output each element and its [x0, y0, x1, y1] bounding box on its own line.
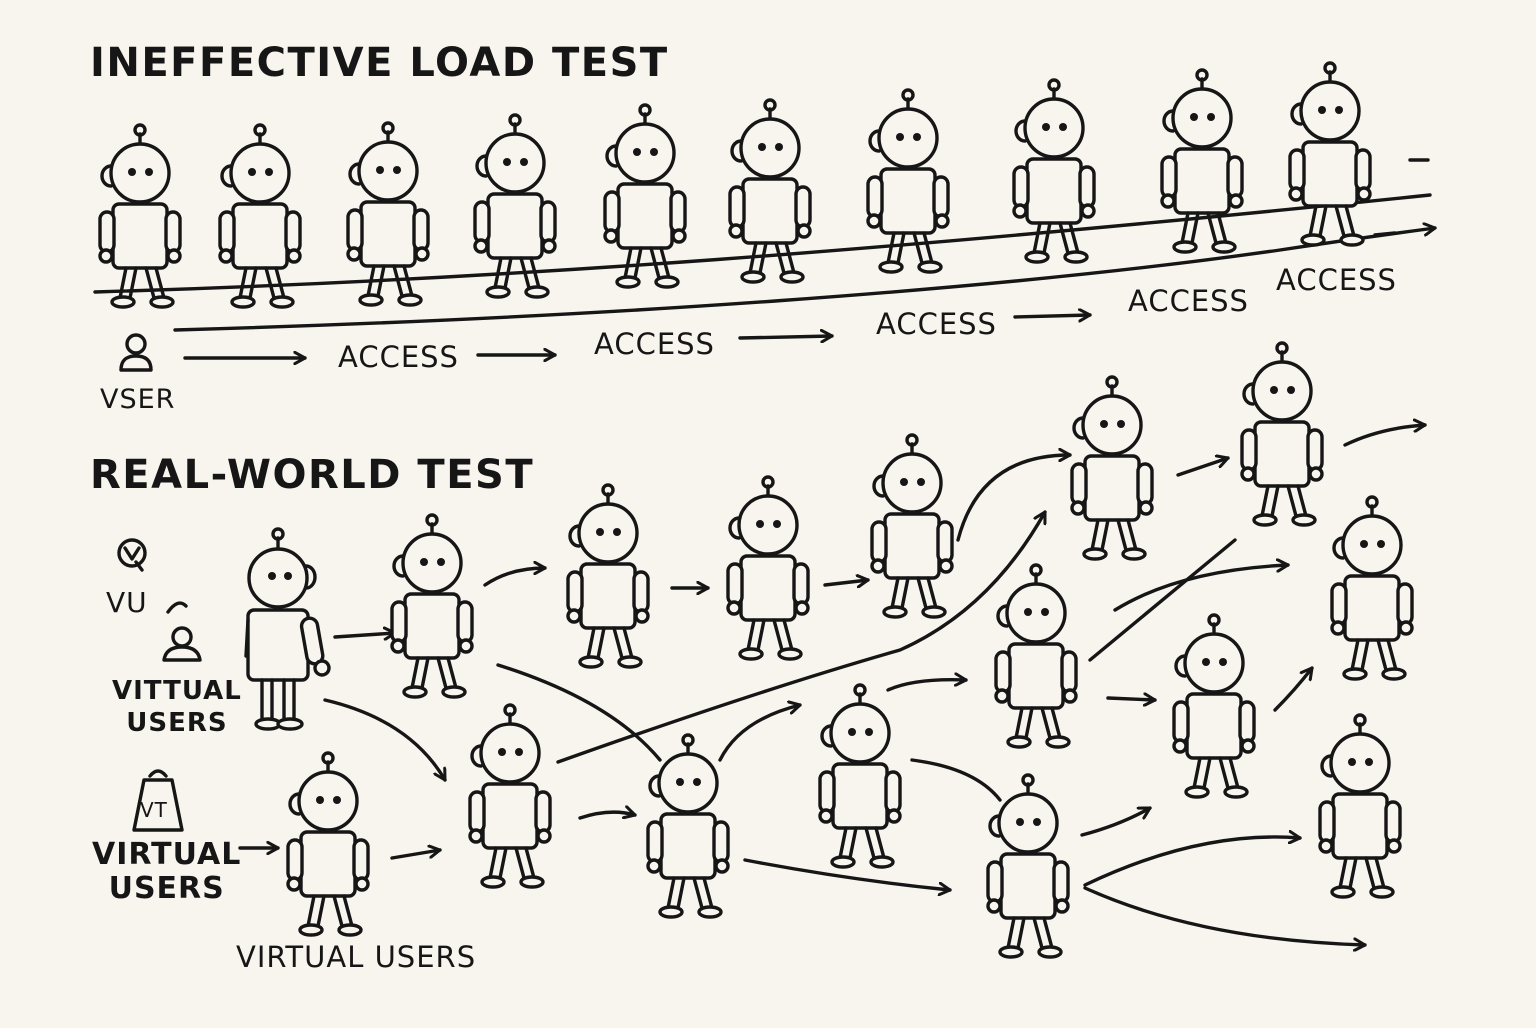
- arrow-icon: [738, 336, 834, 338]
- robot-icon: [98, 123, 182, 309]
- vu-badge-icon: [117, 538, 147, 572]
- robot-icon: [986, 773, 1070, 959]
- vu-label: VU: [106, 586, 148, 619]
- robot-icon: [646, 733, 730, 919]
- person-icon: [162, 626, 202, 662]
- access-label: ACCESS: [1276, 263, 1397, 297]
- person-icon: [119, 333, 153, 372]
- arrow-icon: [1113, 565, 1290, 612]
- arrow-icon: [910, 758, 1002, 802]
- access-label: ACCESS: [1128, 284, 1249, 318]
- robot-icon: [468, 703, 552, 889]
- arrow-icon: [718, 705, 802, 762]
- robot-icon: [244, 527, 331, 731]
- walkway-line: [1373, 231, 1397, 237]
- arrow-icon: [578, 812, 637, 820]
- robot-icon: [566, 483, 650, 669]
- robot-icon: [1318, 713, 1402, 899]
- robot-icon: [1172, 613, 1256, 799]
- arrow-icon: [1176, 458, 1230, 477]
- arrow-icon: [823, 580, 870, 585]
- access-label: ACCESS: [338, 340, 459, 374]
- virtual-users-caption: VIRTUAL USERS: [236, 940, 477, 974]
- arrow-icon: [743, 858, 952, 890]
- robot-icon: [1070, 375, 1154, 561]
- arrow-icon: [323, 698, 447, 782]
- ineffective-title: INEFFECTIVE LOAD TEST: [90, 40, 669, 86]
- robot-icon: [286, 751, 370, 937]
- arrow-icon: [1273, 666, 1314, 712]
- arrow-icon: [333, 633, 397, 637]
- robot-icon: [1288, 61, 1372, 247]
- arrow-icon: [496, 663, 662, 762]
- robot-icon: [1160, 68, 1244, 254]
- robot-icon: [218, 123, 302, 309]
- arrow-icon: [956, 455, 1072, 542]
- arrow-icon: [166, 601, 188, 614]
- robot-icon: [870, 433, 954, 619]
- robot-icon: [818, 683, 902, 869]
- arrow-icon: [1083, 837, 1302, 887]
- arrow-icon: [390, 850, 442, 860]
- arrow-icon: [1343, 425, 1427, 447]
- arrow-icon: [556, 510, 1047, 764]
- robot-icon: [1330, 495, 1414, 681]
- robot-icon: [1240, 341, 1324, 527]
- access-label: ACCESS: [594, 327, 715, 361]
- robot-icon: [994, 563, 1078, 749]
- real-world-title: REAL-WORLD TEST: [90, 452, 535, 498]
- robot-icon: [603, 103, 687, 289]
- arrow-icon: [886, 680, 968, 692]
- arrow-icon: [1106, 698, 1157, 700]
- walkway-line: [93, 193, 1432, 294]
- vittual-users-label: VITTUAL USERS: [112, 676, 242, 738]
- virtual-users-label: VIRTUAL USERS: [92, 837, 242, 906]
- access-label: ACCESS: [876, 307, 997, 341]
- arrow-icon: [1080, 806, 1152, 837]
- robot-icon: [726, 475, 810, 661]
- arrow-icon: [483, 568, 547, 587]
- robot-icon: [390, 513, 474, 699]
- weight-icon: [132, 769, 184, 832]
- vt-badge-text: VT: [140, 798, 168, 822]
- arrow-icon: [1088, 538, 1237, 662]
- arrow-icon: [1083, 886, 1367, 945]
- arrow-icon: [1013, 315, 1092, 317]
- user-label: VSER: [100, 384, 176, 415]
